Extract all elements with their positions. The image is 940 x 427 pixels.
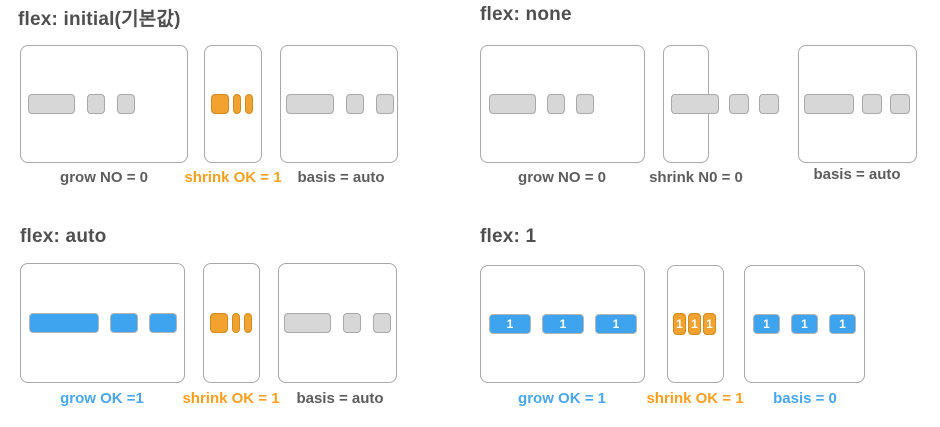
flex-item-labeled: 1 [753, 314, 780, 334]
caption-basis: basis = auto [296, 390, 384, 407]
flex-item [244, 313, 252, 333]
flex-item [862, 94, 882, 114]
quadrant-title: flex: none [480, 4, 572, 25]
flex-item [547, 94, 565, 114]
caption-shrink: shrink OK = 1 [184, 169, 282, 186]
caption-basis: basis = auto [297, 169, 385, 186]
quadrant-title: flex: initial(기본값) [18, 9, 181, 30]
flex-items-row [21, 46, 187, 162]
flex-item [373, 313, 391, 333]
flex-item [87, 94, 105, 114]
flex-item [232, 313, 240, 333]
flex-item [576, 94, 594, 114]
flex-item [671, 94, 719, 114]
flex-item [759, 94, 779, 114]
flex-items-row [281, 46, 397, 162]
flex-item [376, 94, 394, 114]
flex-item [284, 313, 331, 333]
flex-container-shrink-demo [203, 263, 260, 383]
quadrant-title: flex: auto [20, 226, 107, 247]
flex-item [346, 94, 364, 114]
caption-basis: basis = auto [813, 166, 901, 183]
caption-grow: grow NO = 0 [60, 169, 148, 186]
flex-item-labeled: 1 [673, 313, 686, 335]
flex-item [110, 313, 138, 333]
flex-container-basis-demo [280, 45, 398, 163]
flex-item-labeled: 1 [688, 313, 701, 335]
flex-item [117, 94, 135, 114]
flex-item [233, 94, 241, 114]
flex-container-grow-demo [20, 45, 188, 163]
quadrant-title: flex: 1 [480, 226, 537, 247]
flex-item [286, 94, 334, 114]
flex-item [245, 94, 253, 114]
flex-item [149, 313, 177, 333]
flex-items-row-overflowing [664, 46, 779, 162]
flex-item [804, 94, 854, 114]
flex-items-row [481, 46, 644, 162]
flex-item [343, 313, 361, 333]
flex-items-row [279, 264, 396, 382]
flex-item [28, 94, 75, 114]
flex-container-shrink-demo [204, 45, 262, 163]
flex-items-row [799, 46, 916, 162]
flex-items-row [205, 46, 261, 162]
flex-container-shrink-demo-overflow [663, 45, 779, 163]
flex-item [729, 94, 749, 114]
flex-container-grow-demo [480, 45, 645, 163]
flex-items-row [21, 264, 184, 382]
flex-container-basis-demo [278, 263, 397, 383]
caption-grow: grow NO = 0 [518, 169, 606, 186]
flex-item-labeled: 1 [595, 314, 637, 334]
caption-grow: grow OK = 1 [518, 390, 606, 407]
flex-item-labeled: 1 [489, 314, 531, 334]
flex-item [489, 94, 536, 114]
flex-item-labeled: 1 [791, 314, 818, 334]
flex-item [210, 313, 228, 333]
caption-grow: grow OK =1 [60, 390, 144, 407]
caption-basis: basis = 0 [773, 390, 837, 407]
caption-shrink: shrink OK = 1 [182, 390, 280, 407]
caption-shrink: shrink OK = 1 [646, 390, 744, 407]
flex-container-grow-demo [20, 263, 185, 383]
flex-item [890, 94, 910, 114]
flex-item-labeled: 1 [829, 314, 856, 334]
flex-item-labeled: 1 [703, 313, 716, 335]
flex-item-labeled: 1 [542, 314, 584, 334]
caption-shrink: shrink N0 = 0 [649, 169, 743, 186]
flex-item [211, 94, 229, 114]
flex-container-basis-demo [798, 45, 917, 163]
flex-item [29, 313, 99, 333]
flex-items-row [204, 264, 259, 382]
